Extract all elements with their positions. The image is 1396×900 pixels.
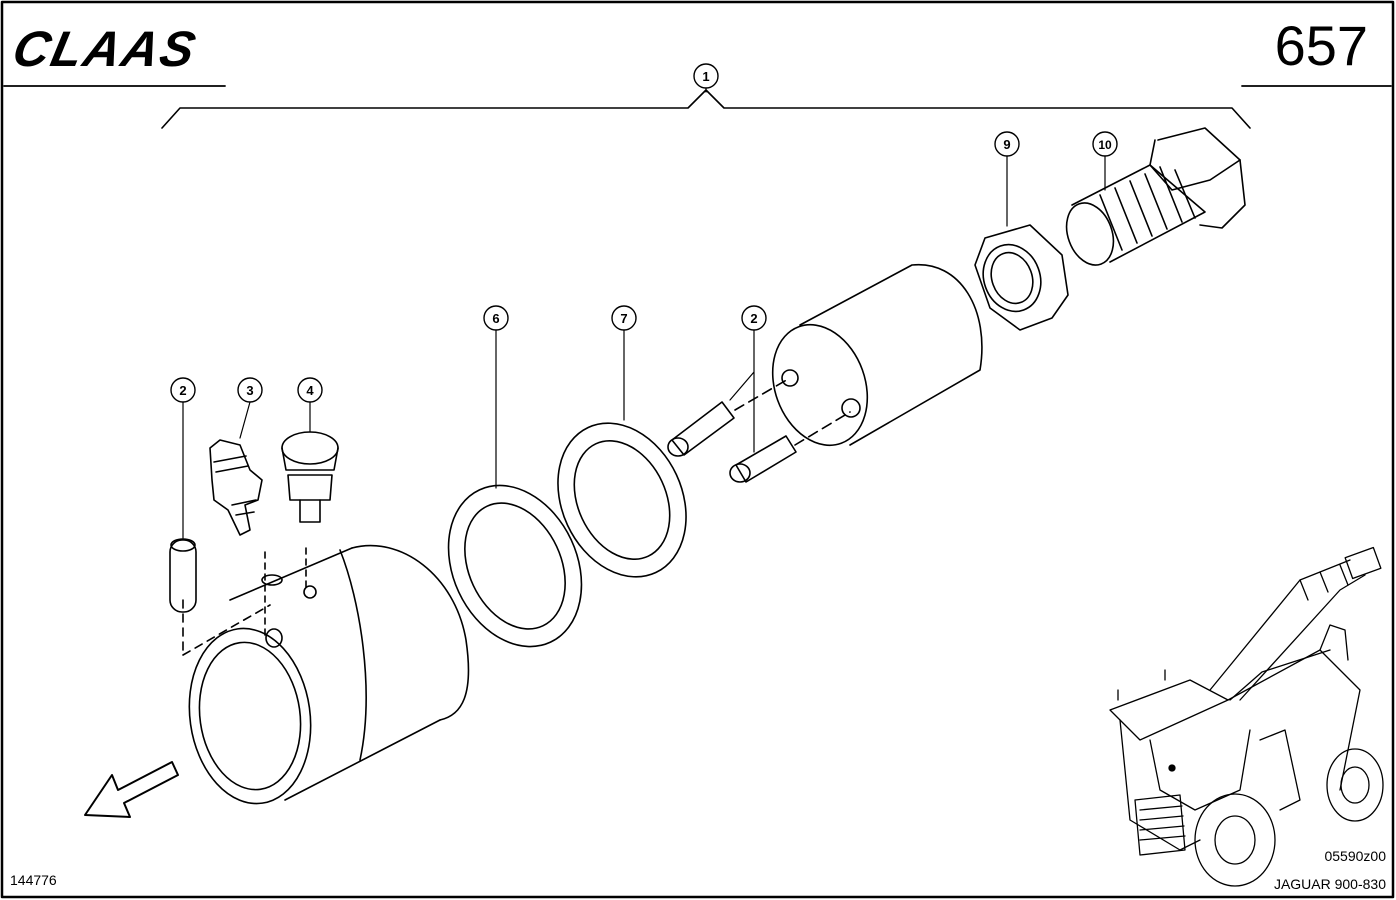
- harvester-thumbnail: [1109, 546, 1384, 887]
- assembly-bracket: [161, 89, 1251, 129]
- callout-label: 9: [1003, 137, 1010, 152]
- callout-1-circle: [693, 63, 719, 89]
- callout-2a-circle: [170, 377, 196, 403]
- model-name: JAGUAR 900-830: [1273, 876, 1386, 892]
- callout-label: 10: [1098, 138, 1112, 152]
- callout-4-circle: [297, 377, 323, 403]
- callout-labels: 1 2 3 4 6 7 2 9 10: [179, 69, 1112, 398]
- shaft-cylinder-part: [771, 264, 983, 447]
- ring-part-6: [447, 484, 583, 648]
- ring-part-7: [557, 422, 687, 578]
- callout-7-circle: [611, 305, 637, 331]
- callout-9-circle: [994, 131, 1020, 157]
- callout-10-circle: [1092, 131, 1118, 157]
- housing-part: [182, 544, 470, 805]
- callout-label: 7: [620, 311, 627, 326]
- callout-label: 1: [702, 69, 709, 84]
- hex-nut-part: [974, 224, 1069, 331]
- callout-bubbles: [170, 63, 1118, 403]
- page-number: 657: [1274, 14, 1368, 77]
- callout-6-circle: [483, 305, 509, 331]
- callout-label: 4: [306, 383, 314, 398]
- pin-part-left: [169, 538, 197, 613]
- grease-fitting-part: [209, 439, 263, 536]
- callout-label: 6: [492, 311, 499, 326]
- valve-part: [281, 431, 339, 523]
- callout-3-circle: [237, 377, 263, 403]
- leader-lines: [182, 87, 1106, 539]
- callout-label: 2: [750, 311, 757, 326]
- reference-code: 05590z00: [1324, 848, 1386, 864]
- dowel-pins-right: [667, 377, 851, 483]
- callout-label: 3: [246, 383, 253, 398]
- callout-2b-circle: [741, 305, 767, 331]
- drawing-number: 144776: [10, 872, 57, 888]
- hex-bolt-part: [1065, 127, 1246, 266]
- callout-label: 2: [179, 383, 186, 398]
- direction-arrow-icon: [84, 761, 179, 818]
